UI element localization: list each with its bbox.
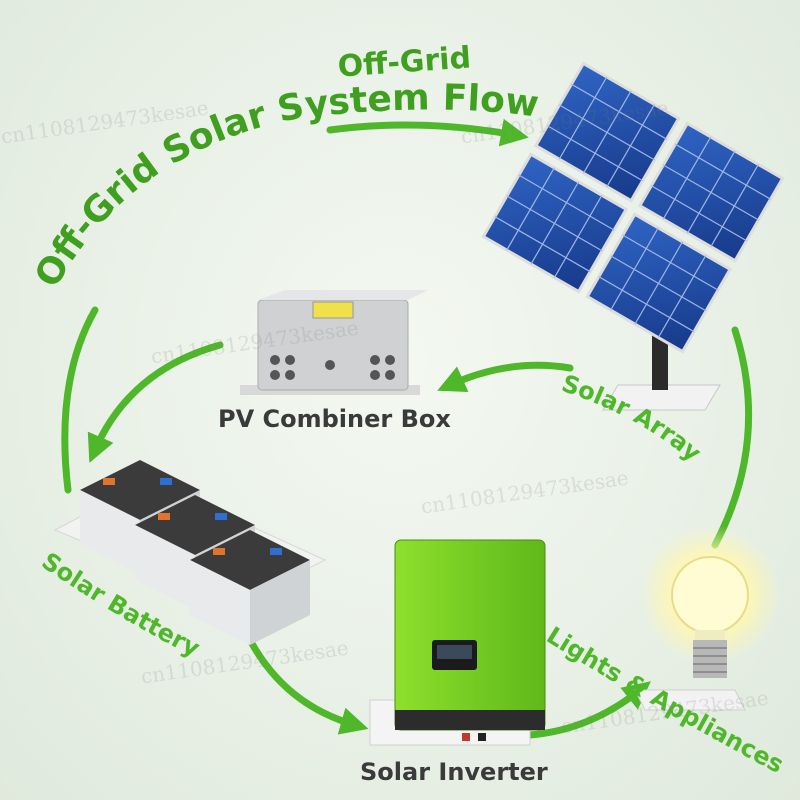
label-pv-combiner-box: PV Combiner Box — [218, 405, 451, 433]
light-bulb-illustration — [634, 525, 780, 711]
arrow-battery-to-inverter — [246, 636, 369, 735]
arrow-combiner-to-battery — [87, 341, 224, 463]
title-block: Off-Grid Off-Grid Solar System Flow — [27, 40, 541, 294]
label-solar-array: Solar Array — [558, 369, 707, 467]
arrow-array-to-loads — [711, 326, 753, 549]
inverter-illustration — [369, 539, 546, 746]
arrow-title-to-battery — [61, 306, 99, 494]
flow-arrows — [61, 118, 753, 739]
solar-array-illustration — [481, 61, 785, 411]
battery-illustration — [53, 460, 327, 645]
arrow-inverter-to-loads — [526, 681, 651, 739]
combiner-box-illustration — [240, 290, 428, 395]
title-line-2: Off-Grid Solar System Flow — [27, 77, 541, 294]
arrow-array-to-combiner — [437, 361, 574, 393]
arrow-title-to-array — [326, 118, 529, 147]
label-solar-inverter: Solar Inverter — [360, 758, 548, 786]
